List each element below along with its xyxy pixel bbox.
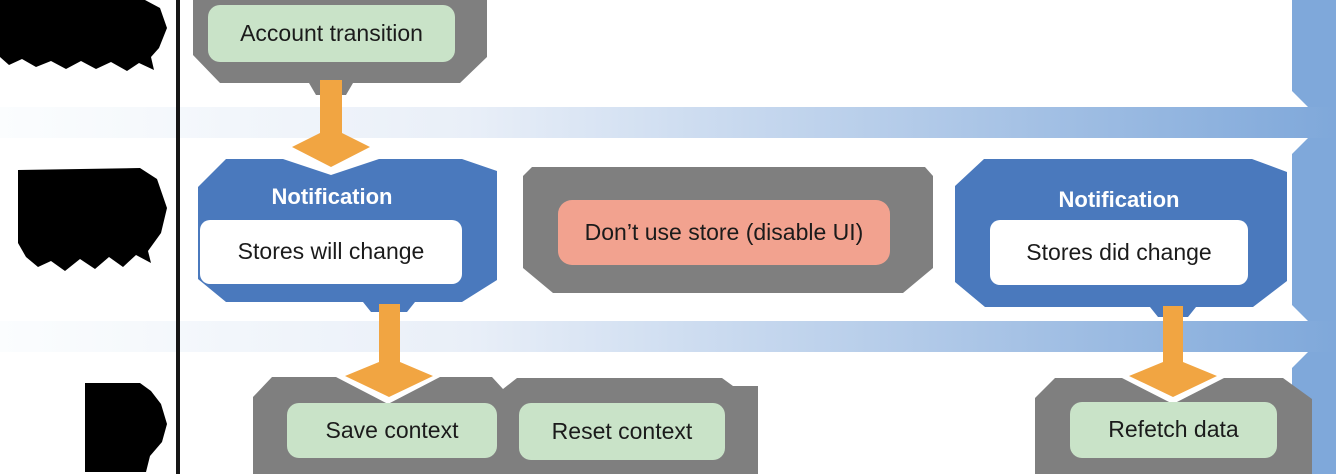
redacted-label-middle [18,168,167,271]
swimlane-divider-line [176,0,180,474]
notification-did-title: Notification [1058,186,1180,212]
reset-context-node: Reset context [519,403,725,460]
band-merge-notch-icon [1292,91,1308,107]
arrow-notification-to-save-icon [345,304,433,397]
arrow-account-to-notification-icon [292,80,370,167]
stores-did-change-node: Stores did change [990,220,1248,285]
arrow-notification-to-refetch-icon [1129,306,1217,397]
band-merge-notch-icon [1292,138,1308,154]
band-merge-notch-icon [1292,352,1308,368]
timeline-band-bottom [0,321,1336,352]
dont-use-store-node: Don’t use store (disable UI) [558,200,890,265]
save-context-node: Save context [287,403,497,458]
timeline-band-top [0,107,1336,138]
stores-will-change-node: Stores will change [200,220,462,284]
refetch-data-node: Refetch data [1070,402,1277,458]
band-merge-notch-icon [1292,305,1308,321]
account-transition-node: Account transition [208,5,455,62]
notification-will-title: Notification [271,183,393,209]
redacted-label-bottom [85,383,167,472]
redacted-label-top [0,0,167,71]
